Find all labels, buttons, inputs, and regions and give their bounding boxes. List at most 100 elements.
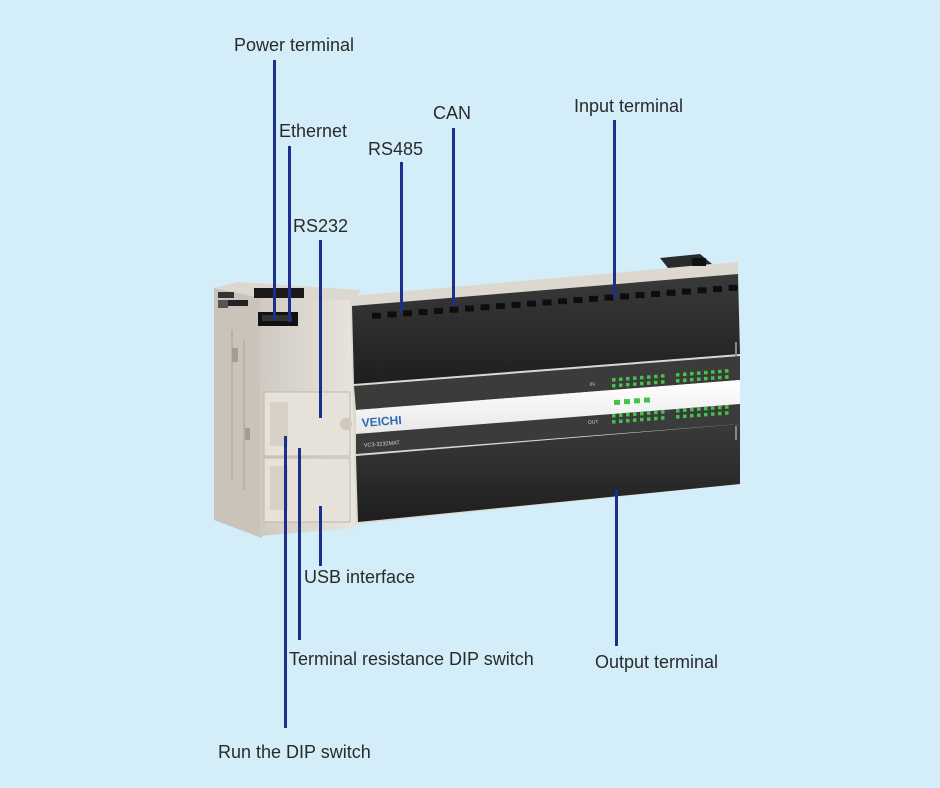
output-status-led <box>661 410 665 414</box>
input-status-led <box>612 378 616 382</box>
output-status-led <box>626 418 630 423</box>
input-status-led <box>619 383 623 387</box>
device-in-label: IN <box>590 382 596 388</box>
input-status-led <box>683 372 687 376</box>
input-status-led <box>725 375 729 379</box>
label-terminal-resistance-dip: Terminal resistance DIP switch <box>289 649 534 669</box>
terminal-screw <box>496 303 505 310</box>
terminal-screw <box>480 304 490 311</box>
terminal-screw <box>697 287 707 294</box>
terminal-screw <box>635 292 645 299</box>
device-out-label: OUT <box>588 419 599 426</box>
output-status-led <box>725 405 729 409</box>
label-run-dip-switch: Run the DIP switch <box>218 742 371 762</box>
leader-rs485 <box>400 162 403 312</box>
input-status-led <box>654 374 658 379</box>
input-status-led <box>619 377 623 381</box>
label-rs232: RS232 <box>293 216 349 236</box>
terminal-screw <box>465 305 474 312</box>
output-status-led <box>676 409 680 413</box>
output-status-led <box>612 420 616 424</box>
output-status-led <box>718 411 722 416</box>
system-status-led <box>634 398 640 404</box>
leader-ethernet <box>288 146 291 322</box>
output-status-led <box>661 416 665 420</box>
output-status-led <box>633 418 637 422</box>
input-terminal-block <box>352 274 740 384</box>
terminal-screw <box>682 288 691 295</box>
output-status-led <box>690 407 694 412</box>
label-input-terminal: Input terminal <box>574 96 684 116</box>
input-status-led <box>647 375 651 379</box>
input-status-led <box>704 376 708 381</box>
terminal-screw <box>620 293 629 300</box>
input-status-led <box>711 370 715 374</box>
input-status-led <box>718 369 722 374</box>
output-status-led <box>647 411 651 415</box>
terminal-screw <box>666 289 676 296</box>
output-status-led <box>676 415 680 419</box>
output-status-led <box>633 412 637 416</box>
leader-usb-interface <box>319 506 322 566</box>
output-status-led <box>654 416 658 421</box>
leader-input-terminal <box>613 120 616 298</box>
terminal-screw <box>542 299 552 306</box>
label-power-terminal: Power terminal <box>234 35 355 55</box>
input-status-led <box>640 381 644 386</box>
output-terminal-block <box>356 342 740 522</box>
input-status-led <box>626 382 630 387</box>
label-usb-interface: USB interface <box>304 567 416 587</box>
input-status-led <box>633 382 637 386</box>
terminal-screw <box>449 306 459 313</box>
input-status-led <box>711 376 715 380</box>
terminal-screw <box>511 301 521 308</box>
output-status-led <box>704 412 708 417</box>
leader-run-dip-switch <box>284 436 287 728</box>
leader-power-terminal <box>273 60 276 320</box>
terminal-screw <box>558 298 567 305</box>
terminal-screw <box>387 311 397 318</box>
input-status-led <box>661 374 665 378</box>
leader-output-terminal <box>615 490 618 646</box>
leader-rs232 <box>319 240 322 418</box>
input-status-led <box>626 376 630 381</box>
output-status-led <box>626 412 630 417</box>
leader-terminal-resistance-dip <box>298 448 301 640</box>
system-status-led <box>624 399 630 405</box>
input-status-led <box>697 377 701 381</box>
output-status-led <box>654 410 658 415</box>
device-brand: VEICHI <box>361 413 402 430</box>
output-status-led <box>683 414 687 418</box>
output-status-led <box>619 413 623 417</box>
input-status-led <box>654 380 658 385</box>
terminal-screw <box>573 297 583 304</box>
terminal-screw <box>589 295 598 302</box>
label-output-terminal: Output terminal <box>595 652 719 672</box>
leader-can <box>452 128 455 306</box>
output-status-led <box>718 405 722 410</box>
input-status-led <box>640 375 644 380</box>
output-status-led <box>690 413 694 418</box>
label-can: CAN <box>433 103 472 123</box>
terminal-screw <box>418 309 428 316</box>
output-status-led <box>640 411 644 416</box>
terminal-screw <box>372 312 381 319</box>
input-status-led <box>661 380 665 384</box>
input-status-led <box>683 378 687 382</box>
input-status-led <box>690 371 694 376</box>
terminal-screw <box>403 310 412 317</box>
output-status-led <box>619 419 623 423</box>
input-status-led <box>612 384 616 388</box>
input-status-led <box>633 376 637 380</box>
output-status-led <box>647 417 651 421</box>
output-status-led <box>697 413 701 417</box>
output-status-led <box>711 406 715 410</box>
input-status-led <box>647 381 651 385</box>
input-status-led <box>676 379 680 383</box>
terminal-screw <box>713 286 722 293</box>
input-status-led <box>697 371 701 375</box>
label-ethernet: Ethernet <box>279 121 348 141</box>
terminal-screw <box>604 294 614 301</box>
device-model: VC3-3232MAT <box>364 440 401 449</box>
